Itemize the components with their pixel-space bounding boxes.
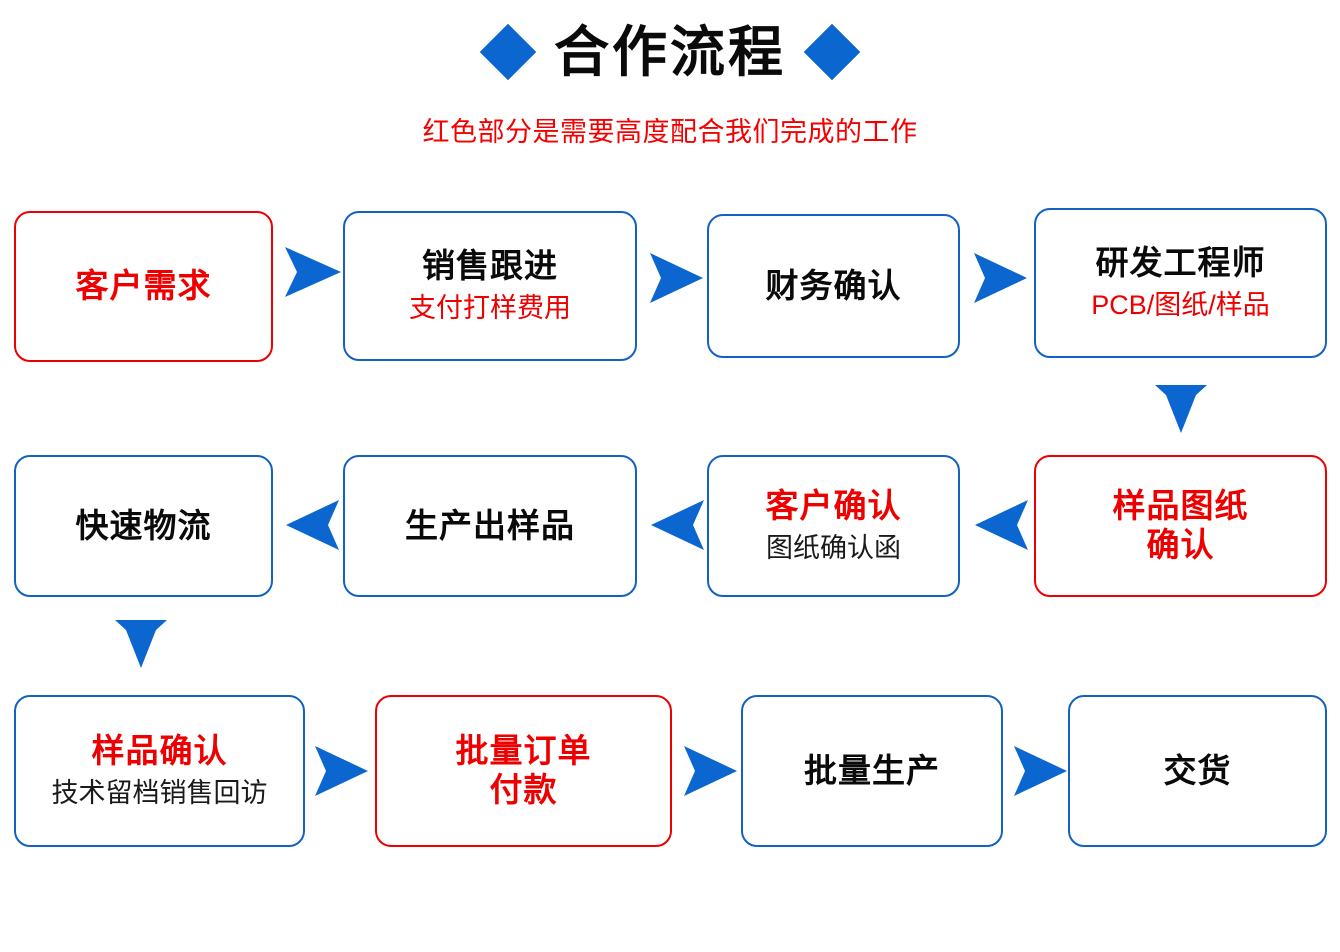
arrow-left-icon-3: [972, 497, 1030, 553]
flow-node-title: 客户需求: [75, 267, 212, 305]
flow-node-title: 生产出样品: [405, 506, 575, 544]
flow-node-title: 研发工程师: [1095, 244, 1266, 282]
flow-node-title: 财务确认: [765, 266, 902, 304]
flow-node-fast-logistics[interactable]: 快速物流: [14, 455, 273, 597]
flow-node-subtitle: PCB/图纸/样品: [1091, 290, 1270, 321]
flow-node-subtitle: 图纸确认函: [766, 533, 901, 564]
flow-node-sample-confirmation[interactable]: 样品确认 技术留档销售回访: [14, 695, 305, 847]
flow-node-produce-sample[interactable]: 生产出样品: [343, 455, 637, 597]
arrow-left-icon-1: [283, 497, 341, 553]
flow-node-subtitle: 支付打样费用: [409, 293, 571, 324]
flow-node-title: 销售跟进: [422, 247, 558, 285]
flow-node-title: 样品图纸确认: [1112, 487, 1249, 563]
flow-node-sample-drawing-confirmation[interactable]: 样品图纸确认: [1034, 455, 1327, 597]
arrow-right-icon-2: [648, 250, 706, 306]
flow-node-title: 样品确认: [91, 732, 228, 770]
flow-node-title: 客户确认: [765, 487, 902, 525]
flow-node-title: 交货: [1163, 751, 1232, 789]
arrow-right-icon-1: [283, 243, 345, 301]
flow-node-title: 批量订单付款: [455, 732, 592, 808]
flow-node-sales-follow-up[interactable]: 销售跟进 支付打样费用: [343, 211, 637, 361]
arrow-right-icon-5: [682, 743, 740, 799]
arrow-right-icon-6: [1012, 743, 1070, 799]
page-subtitle: 红色部分是需要高度配合我们完成的工作: [422, 117, 918, 147]
flow-node-rd-engineer[interactable]: 研发工程师 PCB/图纸/样品: [1034, 208, 1327, 358]
flow-node-delivery[interactable]: 交货: [1068, 695, 1327, 847]
arrow-right-icon-3: [972, 250, 1030, 306]
flow-node-customer-requirement[interactable]: 客户需求: [14, 211, 273, 362]
flow-node-title: 批量生产: [804, 751, 940, 789]
flow-node-subtitle: 技术留档销售回访: [51, 778, 268, 809]
flow-node-mass-production[interactable]: 批量生产: [741, 695, 1003, 847]
flow-node-title: 快速物流: [75, 506, 212, 544]
arrow-down-icon-2: [112, 618, 170, 670]
flow-node-customer-confirmation[interactable]: 客户确认 图纸确认函: [707, 455, 960, 597]
flow-node-finance-confirmation[interactable]: 财务确认: [707, 214, 960, 358]
arrow-down-icon-1: [1152, 383, 1210, 435]
page-title: 合作流程: [553, 20, 786, 83]
flow-node-bulk-order-payment[interactable]: 批量订单付款: [375, 695, 672, 847]
arrow-right-icon-4: [313, 743, 371, 799]
title-row: 合作流程: [0, 14, 1340, 90]
arrow-left-icon-2: [648, 497, 706, 553]
